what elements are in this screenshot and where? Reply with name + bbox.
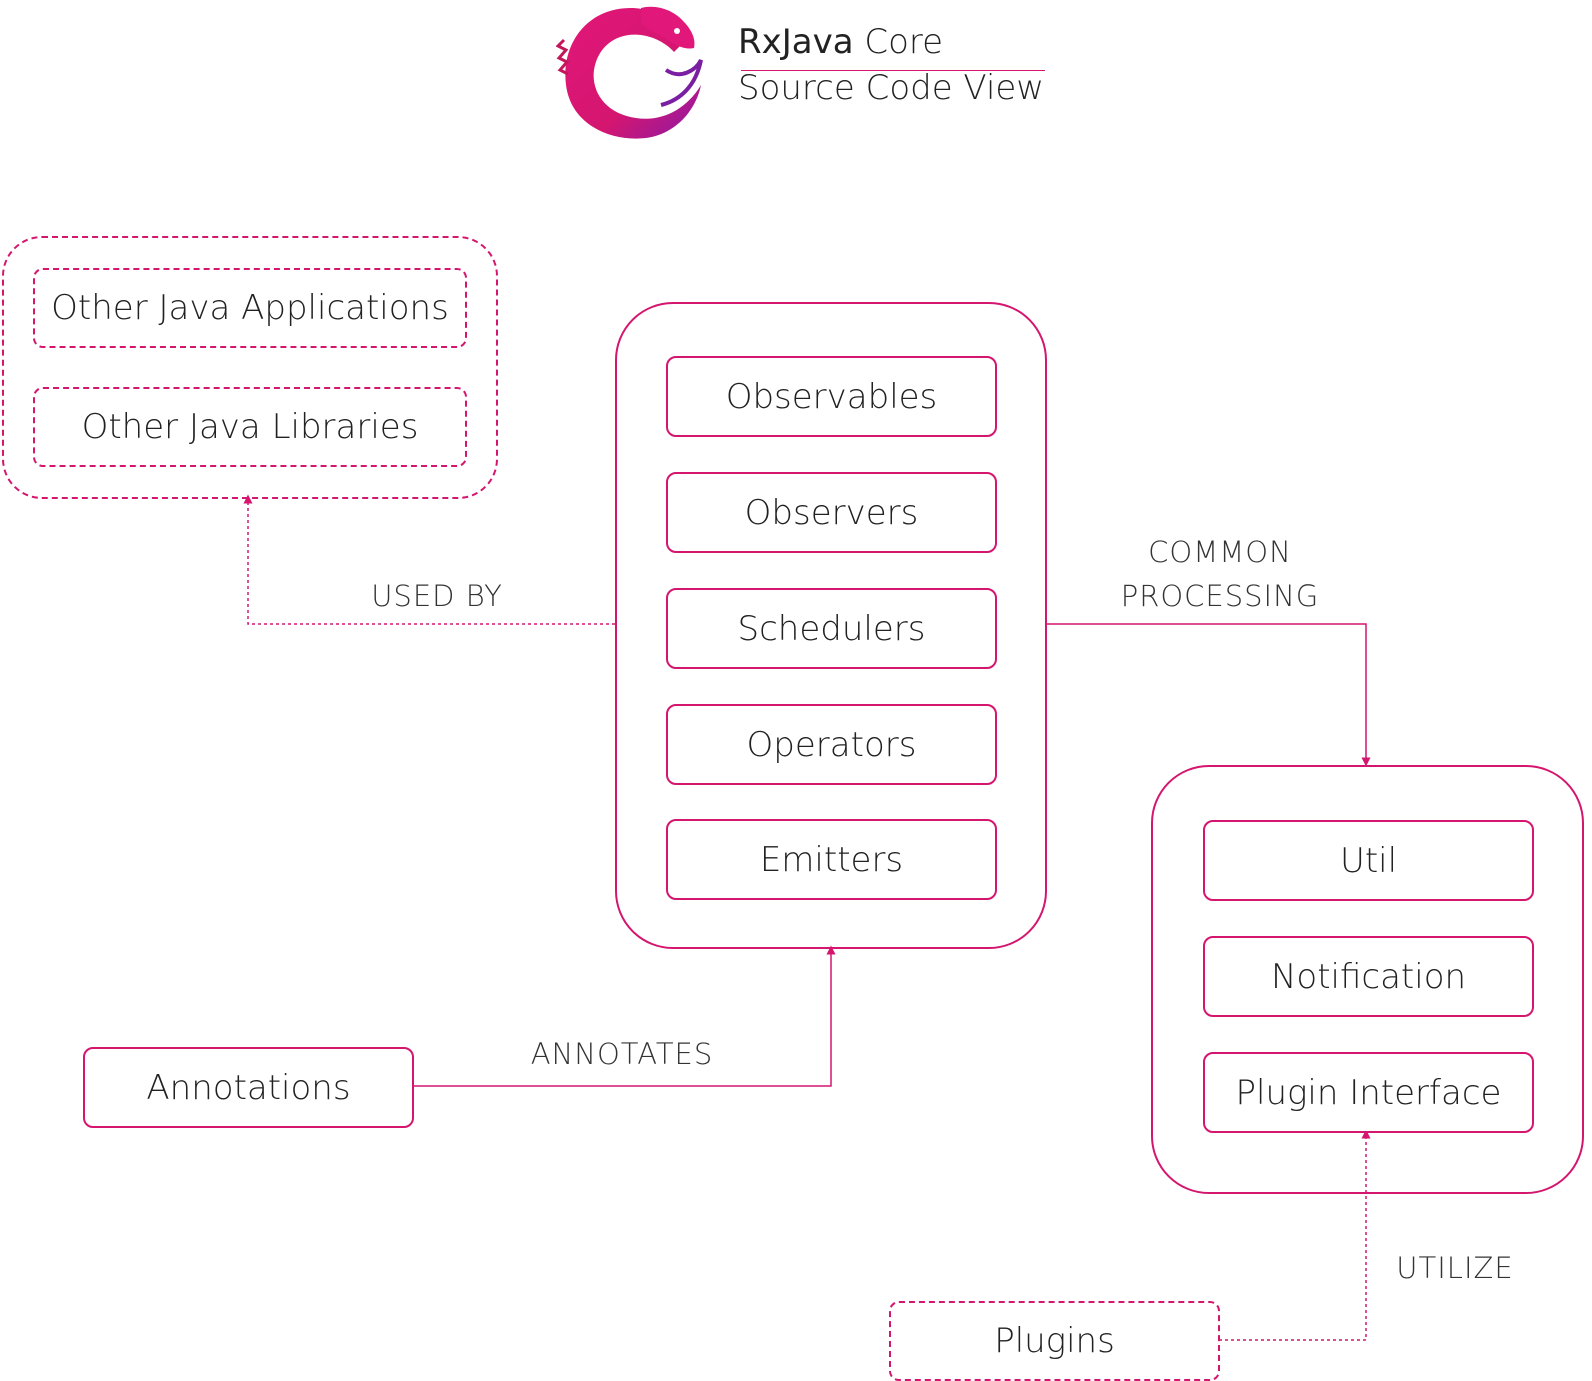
emitters-box: Emitters <box>666 819 997 900</box>
emitters-label: Emitters <box>759 839 904 880</box>
utilize-label: UTILIZE <box>1396 1251 1514 1285</box>
observables-label: Observables <box>725 376 938 417</box>
util-label: Util <box>1339 840 1398 881</box>
header: RxJava Core Source Code View <box>556 0 1056 145</box>
common-processing-connector <box>1047 623 1371 767</box>
util-box: Util <box>1203 820 1534 901</box>
other-java-applications-label: Other Java Applications <box>51 288 449 328</box>
title-underline <box>741 70 1045 71</box>
used-by-connector <box>243 494 615 625</box>
annotations-box: Annotations <box>83 1047 414 1128</box>
schedulers-box: Schedulers <box>666 588 997 669</box>
operators-label: Operators <box>746 724 917 765</box>
plugin-interface-box: Plugin Interface <box>1203 1052 1534 1133</box>
diagram-subtitle: Source Code View <box>738 68 1045 108</box>
observers-box: Observers <box>666 472 997 553</box>
common-processing-line-1: COMMON <box>1148 535 1292 569</box>
common-processing-label: COMMON PROCESSING <box>1100 530 1340 618</box>
core-group <box>615 302 1047 949</box>
common-group <box>1151 765 1584 1194</box>
diagram-title: RxJava Core <box>738 22 943 62</box>
operators-box: Operators <box>666 704 997 785</box>
plugins-box: Plugins <box>889 1301 1220 1381</box>
plugins-label: Plugins <box>994 1321 1115 1361</box>
annotations-label: Annotations <box>146 1067 351 1108</box>
annotates-label: ANNOTATES <box>530 1037 714 1071</box>
annotates-connector <box>413 945 836 1087</box>
common-processing-line-2: PROCESSING <box>1120 579 1320 613</box>
reactivex-eel-logo-icon <box>556 6 703 139</box>
used-by-label: USED BY <box>371 579 503 613</box>
notification-label: Notification <box>1270 956 1467 997</box>
notification-box: Notification <box>1203 936 1534 1017</box>
title-rx: RxJava <box>738 22 854 62</box>
observers-label: Observers <box>744 492 919 533</box>
other-java-libraries-box: Other Java Libraries <box>33 387 467 467</box>
title-core: Core <box>864 22 944 62</box>
observables-box: Observables <box>666 356 997 437</box>
consumers-group <box>2 236 498 499</box>
utilize-connector <box>1219 1129 1371 1341</box>
other-java-libraries-label: Other Java Libraries <box>81 407 419 447</box>
plugin-interface-label: Plugin Interface <box>1235 1072 1502 1113</box>
other-java-applications-box: Other Java Applications <box>33 268 467 348</box>
schedulers-label: Schedulers <box>737 608 926 649</box>
